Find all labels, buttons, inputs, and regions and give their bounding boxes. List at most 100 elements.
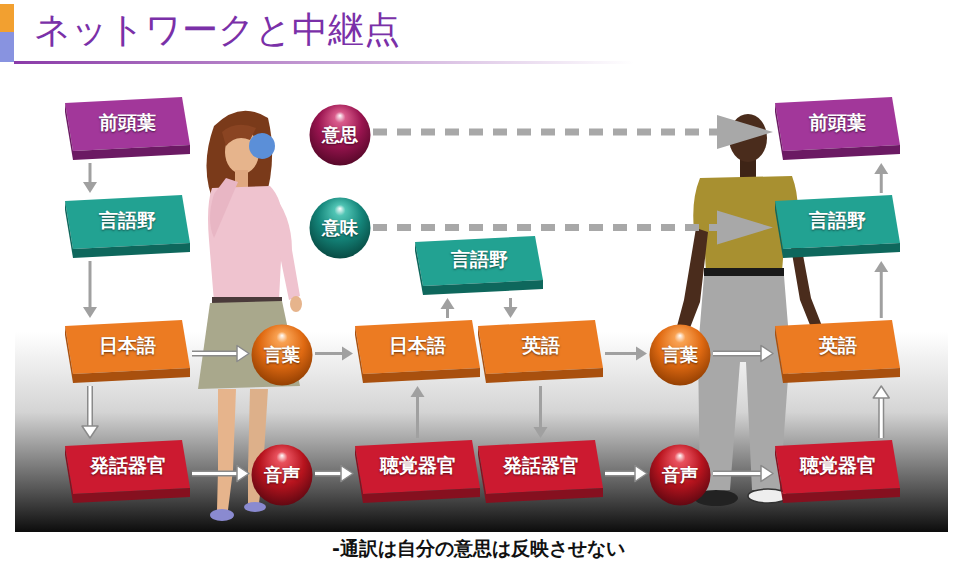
flow-arrow [411, 386, 425, 438]
arrow-head [83, 307, 97, 318]
arrow-line [315, 472, 342, 475]
arrow-line [89, 163, 92, 183]
arrow-outline [192, 351, 238, 357]
arrow-head [342, 347, 353, 361]
flow-arrow [605, 466, 647, 482]
arrow-line [373, 224, 718, 231]
flow-arrow [441, 298, 455, 318]
arrow-line [713, 472, 762, 475]
arrow-head [874, 163, 888, 174]
process-box: 聴覚器官 [775, 440, 900, 504]
slide-title: ネットワークと中継点 [34, 6, 400, 55]
flow-arrow [534, 386, 548, 438]
arrow-outline [878, 397, 884, 438]
box-label: 日本語 [389, 335, 446, 357]
arrow-head [237, 466, 249, 482]
title-accent [0, 4, 14, 32]
concept-circle: 意味 [309, 197, 371, 259]
concept-circle: 音声 [251, 444, 313, 506]
flow-arrow [605, 347, 647, 361]
arrow-head [717, 211, 773, 245]
arrow-head [504, 307, 518, 318]
circle-label: 言葉 [662, 345, 698, 366]
flow-arrow [504, 298, 518, 318]
flow-arrow [874, 261, 888, 318]
arrow-head [761, 346, 773, 362]
process-box: 日本語 [355, 320, 480, 384]
concept-circle: 言葉 [649, 324, 711, 386]
flow-arrow [83, 163, 97, 193]
arrow-outline [713, 471, 762, 477]
flow-arrow [82, 386, 98, 438]
flow-arrow [874, 163, 888, 193]
box-label: 前頭葉 [809, 112, 866, 134]
arrow-outline [192, 471, 238, 477]
process-box: 発話器官 [478, 440, 603, 504]
arrow-line [416, 396, 419, 438]
arrow-head [82, 426, 98, 438]
process-box: 言語野 [775, 195, 900, 259]
arrow-head [83, 182, 97, 193]
flow-arrow [315, 347, 353, 361]
flow-arrow [192, 466, 249, 482]
arrow-line [192, 472, 238, 475]
dashed-arrow [373, 115, 773, 149]
arrow-outline [605, 471, 636, 477]
arrow-line [539, 386, 542, 428]
box-label: 前頭葉 [99, 112, 156, 134]
flow-arrow [873, 386, 889, 438]
concept-circle: 音声 [649, 444, 711, 506]
process-box: 前頭葉 [775, 97, 900, 161]
title-rule [14, 61, 634, 64]
arrow-head [411, 386, 425, 397]
process-box: 英語 [478, 320, 603, 384]
circle-label: 音声 [662, 465, 698, 486]
arrow-line [605, 472, 636, 475]
flow-arrow [315, 466, 353, 482]
concept-circle: 意思 [309, 104, 371, 166]
title-accent [0, 32, 14, 62]
process-box: 言語野 [415, 236, 543, 296]
arrow-head [873, 386, 889, 398]
process-box: 聴覚器官 [355, 440, 480, 504]
concept-circle: 言葉 [251, 324, 313, 386]
arrow-line [89, 261, 92, 308]
arrow-head [341, 466, 353, 482]
arrow-head [761, 466, 773, 482]
box-label: 発話器官 [503, 455, 579, 477]
arrow-head [534, 427, 548, 438]
arrow-head [441, 298, 455, 309]
arrow-outline [713, 351, 762, 357]
slide-caption: -通訳は自分の意思は反映させない [0, 536, 957, 562]
arrow-head [717, 115, 773, 149]
process-box: 日本語 [65, 320, 190, 384]
arrow-head [237, 346, 249, 362]
box-label: 発話器官 [90, 455, 166, 477]
arrow-head [635, 466, 647, 482]
dashed-arrow [373, 211, 773, 245]
arrow-line [880, 271, 883, 318]
arrow-line [880, 397, 883, 438]
circle-label: 音声 [264, 465, 300, 486]
arrow-head [874, 261, 888, 272]
arrow-outline [315, 471, 342, 477]
flow-arrow [83, 261, 97, 318]
process-box: 発話器官 [65, 440, 190, 504]
arrow-line [373, 129, 718, 136]
box-label: 日本語 [99, 335, 156, 357]
arrow-outline [87, 386, 93, 427]
arrow-line [713, 352, 762, 355]
box-label: 英語 [522, 335, 560, 357]
arrow-line [880, 173, 883, 193]
process-box: 前頭葉 [65, 97, 190, 161]
process-box: 英語 [775, 320, 900, 384]
arrow-line [192, 352, 238, 355]
flow-arrow [713, 346, 773, 362]
circle-label: 言葉 [264, 345, 300, 366]
circle-label: 意味 [322, 218, 358, 239]
box-label: 言語野 [99, 210, 156, 232]
circle-label: 意思 [322, 125, 358, 146]
flow-arrow [192, 346, 249, 362]
arrow-line [315, 352, 343, 355]
box-label: 言語野 [451, 249, 508, 271]
